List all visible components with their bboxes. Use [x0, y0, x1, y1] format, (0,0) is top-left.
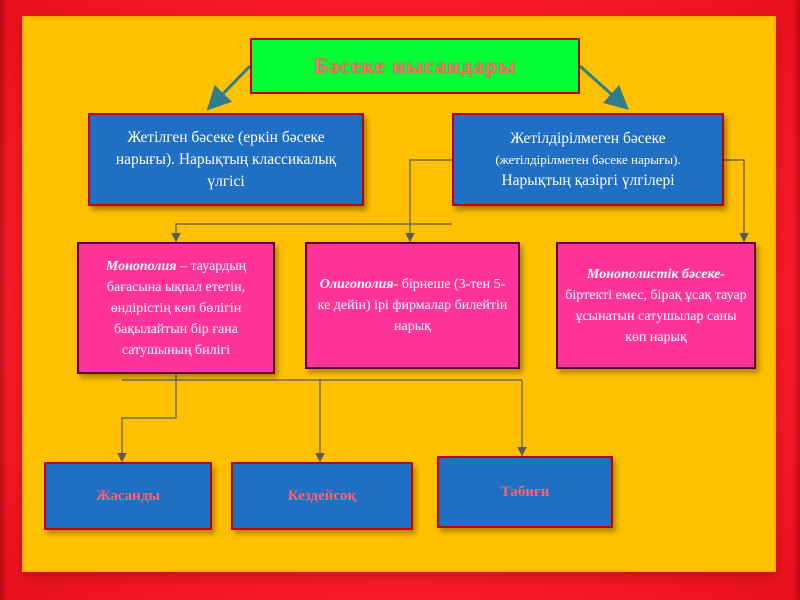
left-edge-shade: [0, 0, 8, 600]
imperfect-line-3: Нарықтың қазіргі үлгілері: [501, 171, 675, 189]
right-edge-shade: [792, 0, 800, 600]
perfect-competition-text: Жетілген бәсеке (еркін бәсеке нарығы). Н…: [115, 128, 337, 190]
oligopoly-box: Олигополия- бірнеше (3-тен 5- ке дейін) …: [305, 242, 520, 369]
monopolistic-competition-box: Монополистік бәсеке- біртекті емес, біра…: [556, 242, 756, 369]
monopoly-box: Монополия – тауардың бағасына ықпал етет…: [77, 242, 275, 374]
oligopoly-text: Олигополия- бірнеше (3-тен 5- ке дейін) …: [315, 274, 510, 337]
arrow-to-artificial: [117, 380, 177, 463]
monopoly-term: Монополия: [105, 258, 177, 274]
monopoly-desc: – тауардың бағасына ықпал ететін, өндірі…: [106, 258, 247, 358]
accidental-monopoly-box: Кездейсоқ: [231, 462, 413, 530]
artificial-monopoly-box: Жасанды: [44, 462, 212, 530]
monopolistic-desc: біртекті емес, бірақ ұсақ тауар ұсынатын…: [565, 287, 747, 345]
monopoly-text: Монополия – тауардың бағасына ықпал етет…: [85, 256, 267, 361]
natural-monopoly-box: Табиғи: [437, 456, 613, 528]
imperfect-competition-box: Жетілдірілмеген бәсеке (жетілдірілмеген …: [452, 113, 724, 206]
oligopoly-term: Олигополия-: [319, 277, 399, 292]
imperfect-line-2: (жетілдірілмеген бәсеке нарығы).: [495, 151, 681, 167]
oligopoly-desc: бірнеше (3-тен 5- ке дейін) ірі фирмалар…: [317, 277, 508, 334]
arrow-title-to-perfect: [206, 64, 252, 111]
perfect-competition-box: Жетілген бәсеке (еркін бәсеке нарығы). Н…: [88, 113, 364, 206]
monopolistic-term: Монополистік бәсеке-: [586, 266, 726, 282]
arrow-imperfect-to-monopolistic: [724, 159, 749, 243]
monopolistic-text: Монополистік бәсеке- біртекті емес, біра…: [564, 264, 748, 348]
diagram-title: Бәсеке нысандары: [250, 38, 580, 94]
arrow-title-to-imperfect: [578, 64, 629, 111]
arrow-imperfect-to-oligopoly: [405, 159, 452, 243]
imperfect-line-1: Жетілдірілмеген бәсеке: [510, 129, 666, 147]
arrow-imperfect-to-monopoly: [171, 223, 452, 243]
